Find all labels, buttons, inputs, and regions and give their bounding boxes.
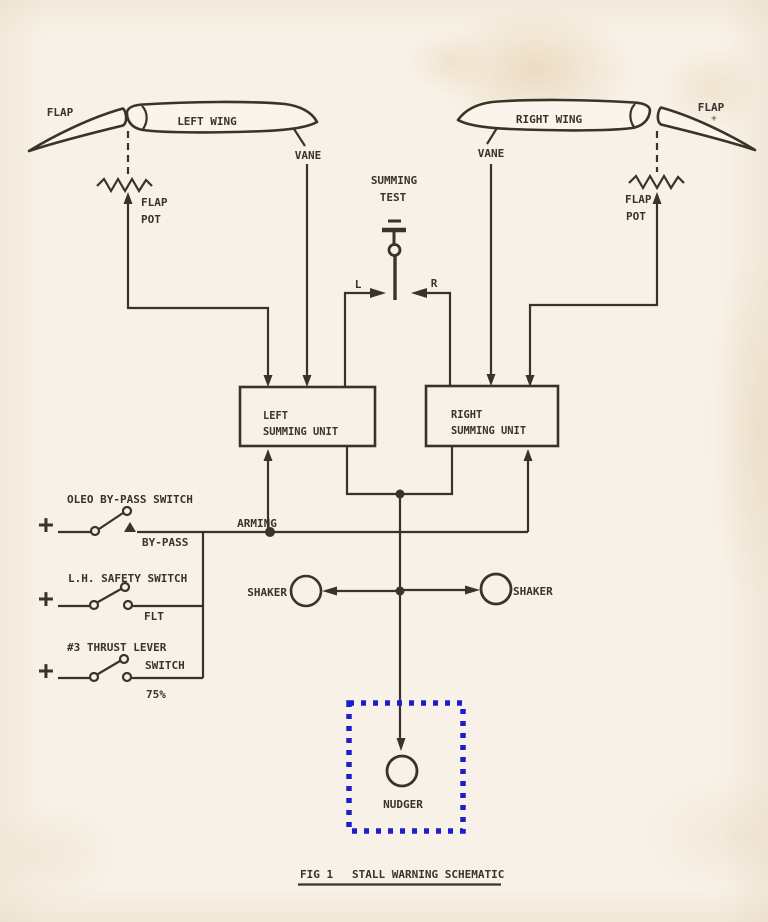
oleo-plus-terminal: + — [38, 510, 54, 540]
nudger-symbol — [385, 754, 419, 788]
safety-plus-terminal: + — [38, 584, 54, 614]
right-shaker-label: SHAKER — [513, 585, 553, 598]
vane-wires — [302, 164, 496, 387]
left-pot-input-arrow — [263, 375, 273, 387]
right-shaker-symbol — [479, 572, 513, 606]
left-flap-pot-resistor — [96, 176, 153, 194]
output-junction-dot — [395, 489, 405, 499]
test-right-arrow — [411, 288, 427, 298]
oleo-contact-label: BY-PASS — [142, 536, 188, 549]
left-wing-shape — [125, 100, 319, 134]
left-flap-pot-label-1: FLAP — [141, 196, 168, 209]
test-right-wire — [426, 291, 452, 385]
thrust-pivot-contact — [88, 671, 100, 683]
arming-junction-dot — [265, 527, 275, 537]
right-pot-input-arrow — [525, 375, 535, 387]
right-vane-leader-line — [486, 127, 498, 145]
arming-right-arrow — [523, 449, 533, 461]
left-vane-input-arrow — [302, 375, 312, 387]
left-shaker-symbol — [289, 574, 323, 608]
left-vane-leader-line — [293, 128, 306, 147]
left-shaker-arrow — [322, 586, 337, 596]
right-flap-label: FLAP — [698, 101, 725, 114]
thrust-closed-contact — [121, 671, 133, 683]
thrust-switch-label-1: #3 THRUST LEVER — [67, 641, 167, 654]
oleo-open-contact — [121, 505, 133, 517]
left-wing-group: FLAP LEFT WING VANE — [27, 100, 322, 162]
safety-open-contact — [119, 581, 131, 593]
right-pot-wire — [528, 204, 659, 377]
left-summing-unit-label-2: SUMMING UNIT — [263, 426, 338, 438]
right-vane-label: VANE — [478, 147, 505, 160]
thrust-plus-terminal: + — [38, 656, 54, 686]
test-right-label: R — [431, 277, 438, 290]
right-vane-input-arrow — [486, 374, 496, 386]
right-flap-shape — [656, 106, 757, 152]
safety-contact-label: FLT — [144, 610, 164, 623]
summing-units-group: LEFT SUMMING UNIT RIGHT SUMMING UNIT — [238, 384, 560, 499]
left-pot-wiper-arrow — [123, 192, 133, 204]
left-wing-slat-notch — [141, 105, 148, 130]
left-summing-unit-box — [238, 385, 377, 448]
left-flap-pot-label-2: POT — [141, 213, 161, 226]
right-wing-shape — [456, 98, 652, 132]
left-flap-label: FLAP — [47, 106, 74, 119]
left-vane-label: VANE — [295, 149, 322, 162]
right-summing-unit-box — [424, 384, 560, 448]
summing-test-label-2: TEST — [380, 191, 407, 204]
left-pot-wire — [126, 204, 270, 377]
shaker-group: SHAKER SHAKER — [247, 498, 553, 738]
nudger-group: NUDGER — [346, 700, 466, 834]
safety-switch-label: L.H. SAFETY SWITCH — [68, 572, 187, 585]
right-unit-output-wire — [402, 446, 454, 496]
left-flap-shape — [27, 107, 128, 153]
right-flap-pot-label-1: FLAP — [625, 193, 652, 206]
test-probe-ring — [387, 243, 402, 257]
oleo-closed-contact-arrow — [124, 522, 136, 532]
shaker-junction-dot — [395, 586, 405, 596]
right-wing-label: RIGHT WING — [516, 113, 583, 126]
left-flap-pot-group: FLAP POT — [96, 131, 273, 387]
summing-test-group: SUMMING TEST L R — [343, 174, 452, 386]
right-shaker-arrow — [465, 585, 480, 595]
right-wing-slat-notch — [629, 103, 636, 128]
right-summing-unit-label-2: SUMMING UNIT — [451, 425, 526, 437]
thrust-contact-label: 75% — [146, 688, 166, 701]
left-shaker-label: SHAKER — [247, 586, 287, 599]
right-flap-pot-group: FLAP POT — [525, 131, 685, 387]
oleo-switch-arm — [98, 512, 124, 530]
nudger-label: NUDGER — [383, 798, 423, 811]
figure-caption: FIG 1 STALL WARNING SCHEMATIC — [298, 868, 504, 886]
thrust-switch-arm — [97, 660, 121, 675]
safety-closed-contact — [122, 599, 134, 611]
right-wing-group: FLAP + RIGHT WING VANE — [456, 98, 757, 160]
test-left-label: L — [355, 278, 362, 291]
nudger-highlight-box — [346, 700, 466, 834]
right-flap-pot-label-2: POT — [626, 210, 646, 223]
safety-switch-arm — [97, 588, 122, 603]
oleo-switch-label: OLEO BY-PASS SWITCH — [67, 493, 193, 506]
left-unit-output-wire — [345, 446, 398, 496]
thrust-open-contact — [118, 653, 130, 665]
right-pot-wiper-arrow — [652, 192, 662, 204]
figure-number: FIG 1 — [300, 868, 333, 881]
arming-left-arrow — [263, 449, 273, 461]
right-summing-unit-label-1: RIGHT — [451, 409, 482, 421]
smudge-mark: + — [711, 114, 717, 124]
left-summing-unit-label-1: LEFT — [263, 410, 288, 422]
right-flap-pot-resistor — [628, 173, 685, 191]
nudger-arrow — [396, 738, 406, 751]
test-left-arrow — [370, 288, 386, 298]
summing-test-label-1: SUMMING — [371, 174, 418, 187]
safety-pivot-contact — [88, 599, 100, 611]
test-left-wire — [343, 291, 371, 386]
left-wing-label: LEFT WING — [177, 115, 237, 128]
figure-title: STALL WARNING SCHEMATIC — [352, 868, 504, 881]
arming-circuit-group: + OLEO BY-PASS SWITCH BY-PASS + L.H. SAF… — [38, 449, 533, 701]
oleo-pivot-contact — [89, 525, 101, 537]
thrust-switch-label-2: SWITCH — [145, 659, 185, 672]
